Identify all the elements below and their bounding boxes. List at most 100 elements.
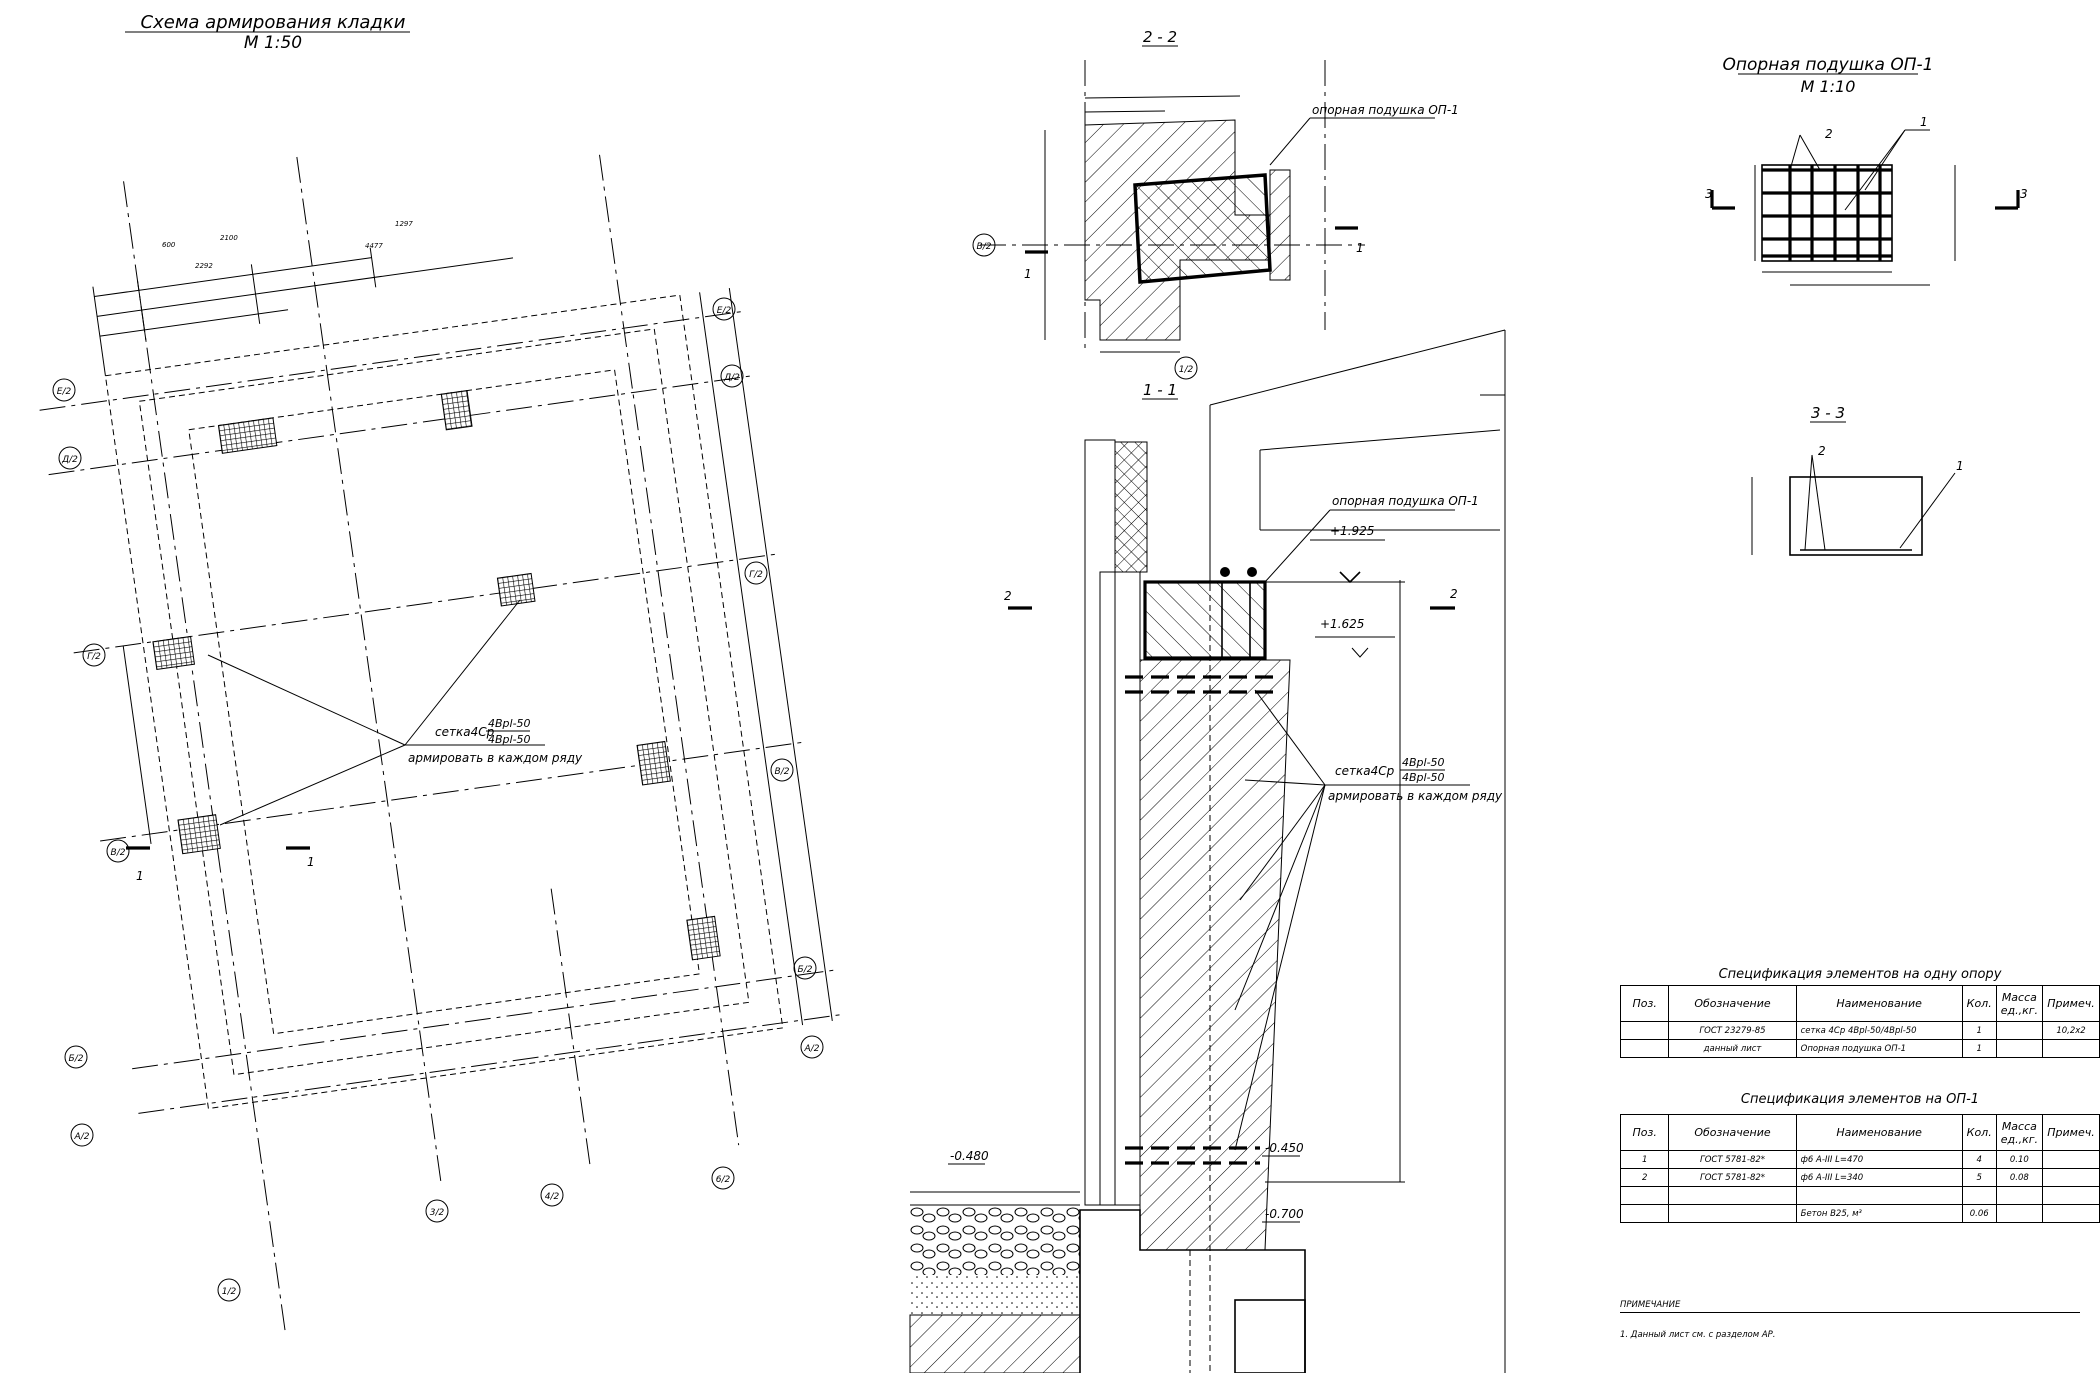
axis-bubble: А/2 [800,1035,824,1059]
plan-view: Схема армирования кладки М 1:50 [39,12,842,1331]
plan-mesh-label: сетка4Ср [435,725,495,739]
axis-bubble: Г/2 [744,561,768,585]
mesh-pad [217,417,278,454]
svg-text:Д/2: Д/2 [61,455,78,465]
spec1-table: Поз. Обозначение Наименование Кол. Масса… [1619,985,2100,1058]
plan-dim: 2292 [195,262,213,270]
plan-mesh-spec-bottom: 4Врl-50 [488,733,531,746]
spec1-header: Примеч. [2042,985,2100,1022]
axis-bubble: Б/2 [793,956,817,980]
axis-bubble: В/2 [106,839,130,863]
plan-title: Схема армирования кладки [141,12,406,33]
spec2-header: Поз. [1619,1114,1670,1151]
svg-text:1/2: 1/2 [222,1287,237,1297]
section11-mark: 2 [1450,587,1458,601]
section22-mark: 1 [1024,267,1032,281]
plan-section-mark: 1 [307,855,315,869]
plan-mesh-note: армировать в каждом ряду [408,751,583,765]
plan-mesh-spec-top: 4Врl-50 [488,717,531,730]
section-1-1: 1 - 1 [909,329,1506,1373]
spec2-title: Спецификация элементов на ОП-1 [1740,1092,1980,1107]
mesh-pad [686,915,721,961]
pad-pos-label: 1 [1956,459,1964,473]
svg-text:В/2: В/2 [977,242,992,252]
axis-bubble: 3/2 [425,1199,449,1223]
svg-text:В/2: В/2 [775,767,790,777]
notes-line: 1. Данный лист см. с разделом АР. [1620,1330,1776,1340]
mesh-pad [636,740,671,786]
spec1-header: Наименование [1795,985,1963,1022]
section11-mesh-spec-bottom: 4Врl-50 [1402,771,1445,784]
section11-mesh-spec-top: 4Врl-50 [1402,756,1445,769]
plan-dim: 4477 [365,242,383,250]
axis-bubble: Е/2 [52,378,76,402]
section-2-2: 2 - 2 опорная подушка ОП-1 В/2 1/2 1 1 [972,28,1459,380]
spec2-header: Примеч. [2042,1114,2100,1151]
svg-text:А/2: А/2 [74,1132,90,1142]
table-row: Бетон В25, м³ 0.06 [1619,1204,2100,1223]
plan-dim: 2100 [220,234,238,242]
table-row [1619,1186,2100,1205]
svg-text:Е/2: Е/2 [57,387,72,397]
insulation-hatch [1114,441,1148,573]
axis-bubble: 1/2 [217,1278,241,1302]
spec2-header: Масса ед.,кг. [1995,1114,2044,1151]
pad-mark: 3 [1705,187,1713,201]
axis-bubble: Д/2 [58,446,82,470]
mesh-pad [440,390,473,431]
support-pad [1143,580,1267,660]
svg-text:Д/2: Д/2 [723,373,740,383]
spec2-header: Наименование [1795,1114,1963,1151]
spec1-header: Кол. [1961,985,1997,1022]
level-mark: +1.625 [1320,617,1364,631]
axis-bubble: Г/2 [82,643,106,667]
section11-mesh-note: армировать в каждом ряду [1328,789,1503,803]
mesh-pad [152,635,196,671]
pad-pos-label: 2 [1825,127,1833,141]
axis-bubble: В/2 [770,758,794,782]
spec2-header: Обозначение [1668,1114,1797,1151]
svg-text:3/2: 3/2 [430,1208,445,1218]
svg-text:Г/2: Г/2 [87,652,101,662]
spec1-header: Масса ед.,кг. [1995,985,2044,1022]
section11-label: опорная подушка ОП-1 [1332,494,1479,508]
axis-bubble: 6/2 [711,1166,735,1190]
section22-label: опорная подушка ОП-1 [1312,103,1459,117]
pad-detail: Опорная подушка ОП-1 М 1:10 2 1 [1705,55,2028,556]
pad-mark: 3 [2020,187,2028,201]
section11-mesh-label: сетка4Ср [1335,764,1395,778]
svg-text:Е/2: Е/2 [717,306,732,316]
notes-title: ПРИМЕЧАНИЕ [1620,1300,2080,1313]
axis-bubble: 1/2 [1174,356,1198,380]
mesh-pad [496,572,536,607]
section22-mark: 1 [1356,241,1364,255]
mesh-pad [177,814,221,855]
spec1-header: Обозначение [1668,985,1797,1022]
spec1-header: Поз. [1619,985,1670,1022]
spec2-header: Кол. [1961,1114,1997,1151]
plan-dim: 1297 [395,220,413,228]
level-mark: -0.450 [1265,1141,1304,1155]
axis-bubble: В/2 [972,233,996,257]
pad-title: Опорная подушка ОП-1 [1723,55,1934,75]
plan-dim: 600 [162,241,176,249]
axis-bubble: Д/2 [720,364,744,388]
axis-bubble: 4/2 [540,1183,564,1207]
spec2-table: Поз. Обозначение Наименование Кол. Масса… [1619,1114,2100,1223]
svg-text:Г/2: Г/2 [749,570,763,580]
spec1-title: Спецификация элементов на одну опору [1718,967,2002,982]
axis-bubble: А/2 [70,1123,94,1147]
section22-title: 2 - 2 [1143,28,1177,46]
svg-text:А/2: А/2 [804,1044,820,1054]
svg-text:6/2: 6/2 [716,1175,731,1185]
svg-text:1/2: 1/2 [1179,365,1194,375]
level-mark: -0.700 [1265,1207,1304,1221]
level-mark: -0.480 [950,1149,989,1163]
svg-text:Б/2: Б/2 [798,965,813,975]
pad-section-title: 3 - 3 [1811,404,1845,422]
support-pad [1133,173,1272,284]
level-mark: +1.925 [1330,524,1374,538]
